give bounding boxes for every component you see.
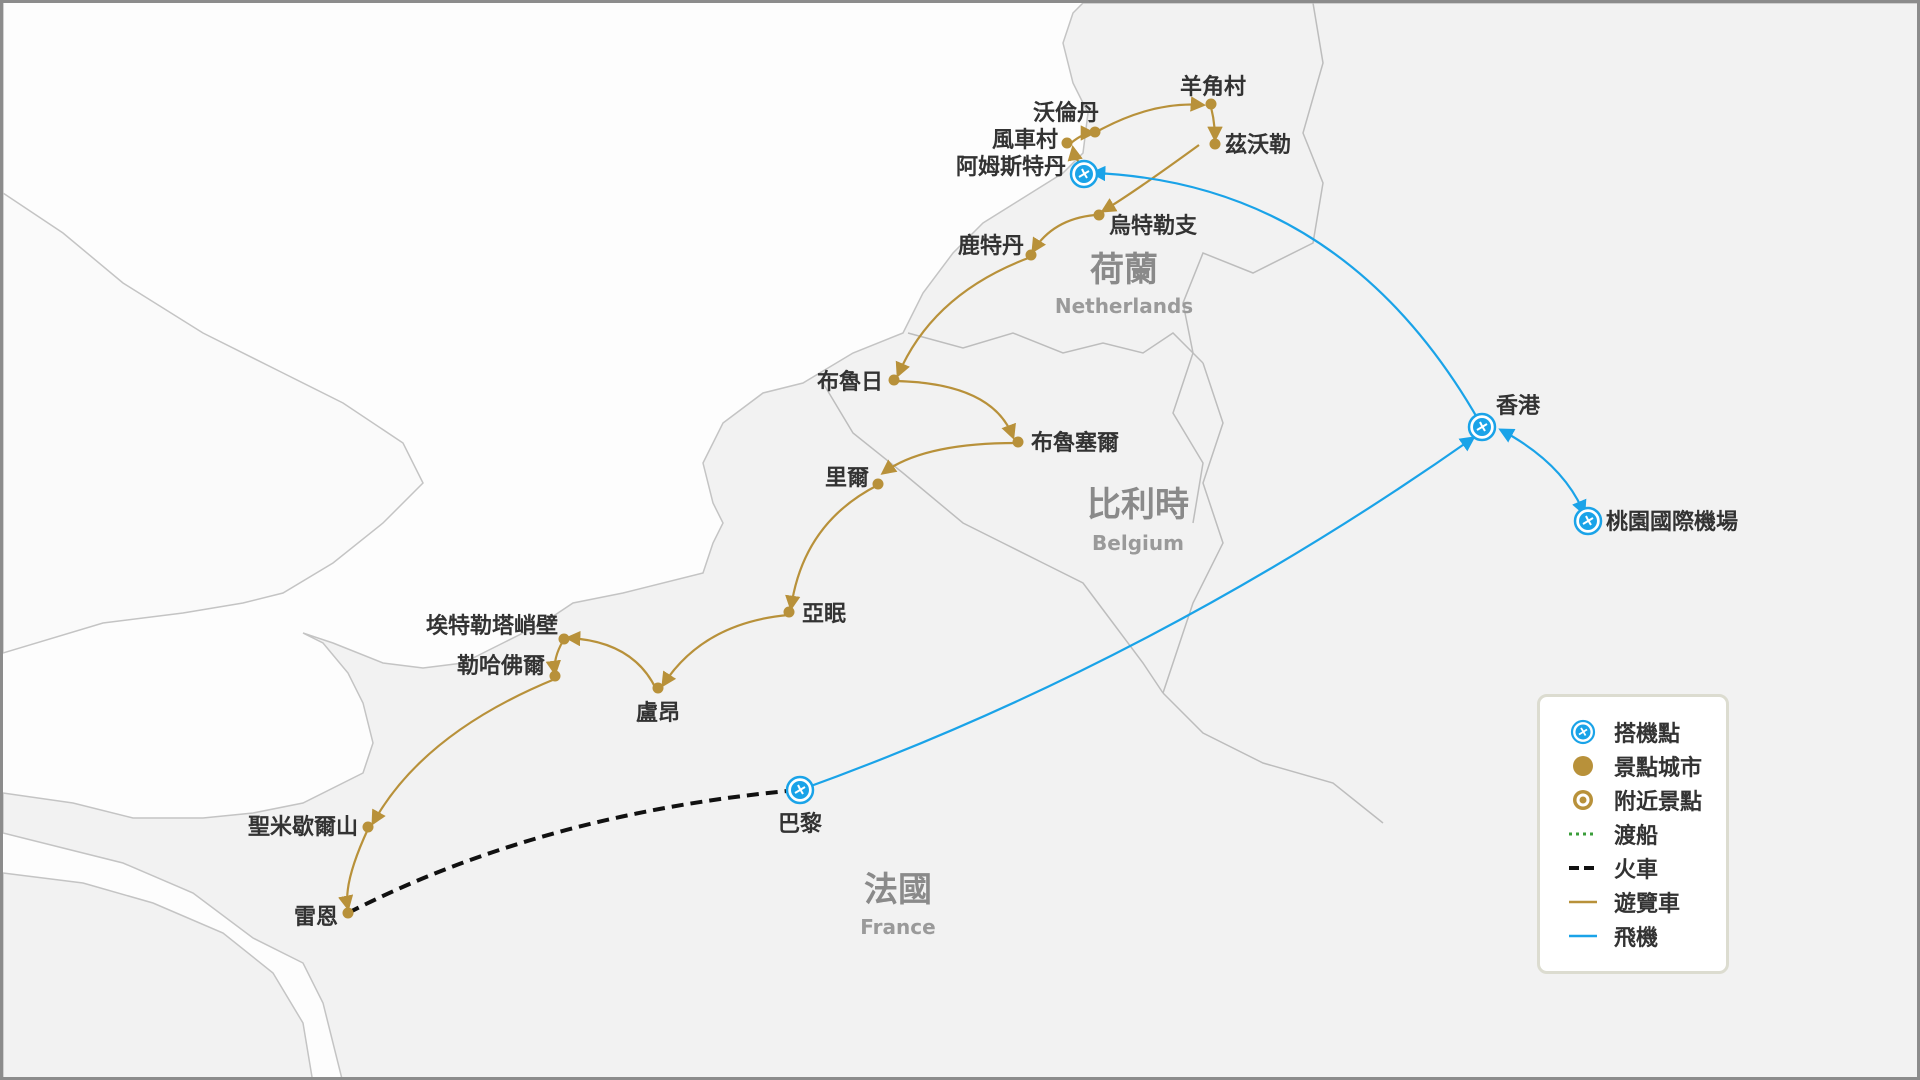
label-brussels: 布魯塞爾 xyxy=(1031,430,1119,456)
label-paris: 巴黎 xyxy=(778,811,822,837)
coach-route-lille-amiens xyxy=(785,484,879,612)
dot-volendam xyxy=(1089,126,1101,138)
dot-utrecht xyxy=(1093,209,1105,221)
dot-bruges xyxy=(888,374,900,386)
label-taoyuan: 桃園國際機場 xyxy=(1606,509,1738,535)
airport-icon xyxy=(1566,719,1600,745)
legend-item-airport: 搭機點 xyxy=(1566,715,1726,749)
flight-line-icon xyxy=(1566,924,1600,948)
coach-route-bruges-brussels xyxy=(894,379,1016,440)
ferry-line-icon xyxy=(1566,822,1600,846)
airport-hongkong-icon xyxy=(1467,412,1497,442)
dot-montstmichel xyxy=(362,821,374,833)
dot-brussels xyxy=(1012,436,1024,448)
coach-route-amiens-rouen xyxy=(661,613,789,688)
coach-route-utrecht-delft xyxy=(1031,213,1096,254)
nl-be-border xyxy=(907,332,1204,364)
legend-item-train: 火車 xyxy=(1566,851,1726,885)
coach-route-montstmichel-rennes xyxy=(338,828,369,912)
legend-label-coach: 遊覽車 xyxy=(1614,892,1681,917)
legend-label-flight: 飛機 xyxy=(1614,926,1659,951)
map-canvas: 荷蘭 Netherlands 比利時 Belgium 法國 France xyxy=(3,3,1917,1077)
label-zaanse: 風車村 xyxy=(992,128,1058,153)
coach-line-icon xyxy=(1566,890,1600,914)
train-line-icon xyxy=(1566,856,1600,880)
dot-rennes xyxy=(342,907,354,919)
label-montstmichel: 聖米歇爾山 xyxy=(248,814,358,840)
flight-route-paris-hongkong xyxy=(799,436,1476,792)
dot-zaanse xyxy=(1061,137,1073,149)
airport-taoyuan-icon xyxy=(1573,506,1603,536)
label-giethoorn: 羊角村 xyxy=(1180,74,1246,100)
legend-label-city: 景點城市 xyxy=(1614,756,1703,781)
country-fr-cn: 法國 xyxy=(864,870,932,910)
dot-amiens xyxy=(783,606,795,618)
legend-item-coach: 遊覽車 xyxy=(1566,885,1726,919)
legend-label-ferry: 渡船 xyxy=(1614,824,1659,849)
flight-routes xyxy=(799,165,1587,792)
brittany xyxy=(3,872,313,1077)
coach-route-lehavre-montstmichel xyxy=(371,677,556,826)
airport-amsterdam-icon xyxy=(1069,159,1099,189)
dot-zwolle xyxy=(1209,138,1221,150)
label-utrecht: 烏特勒支 xyxy=(1109,213,1198,239)
coach-route-brussels-lille xyxy=(880,441,1017,475)
city-dot-icon xyxy=(1566,754,1600,778)
train-route-rennes-paris xyxy=(347,788,799,915)
legend-item-ferry: 渡船 xyxy=(1566,817,1726,851)
legend-label-airport: 搭機點 xyxy=(1614,722,1681,747)
label-amiens: 亞眠 xyxy=(802,602,846,627)
city-labels: 阿姆斯特丹 香港 桃園國際機場 巴黎 風車村 沃倫丹 羊角村 茲沃勒 烏特勒支 … xyxy=(248,74,1738,930)
dot-delft xyxy=(1025,249,1037,261)
legend-item-flight: 飛機 xyxy=(1566,919,1726,953)
label-rennes: 雷恩 xyxy=(294,905,338,930)
country-be-en: Belgium xyxy=(1092,531,1184,555)
coach-route-zwolle-utrecht xyxy=(1100,144,1200,213)
flight-route-hongkong-taoyuan xyxy=(1498,428,1587,516)
legend-label-nearby: 附近景點 xyxy=(1614,790,1703,815)
england-coast xyxy=(3,3,424,654)
airport-paris-icon xyxy=(785,775,815,805)
lux-border xyxy=(1162,692,1384,824)
legend-label-train: 火車 xyxy=(1614,858,1659,883)
label-amsterdam: 阿姆斯特丹 xyxy=(956,154,1066,180)
label-bruges: 布魯日 xyxy=(817,369,883,395)
coach-route-giethoorn-zwolle xyxy=(1207,106,1223,143)
country-labels: 荷蘭 Netherlands 比利時 Belgium 法國 France xyxy=(860,250,1193,939)
label-etretat: 埃特勒塔峭壁 xyxy=(426,613,558,639)
country-be-cn: 比利時 xyxy=(1087,485,1189,525)
label-zwolle: 茲沃勒 xyxy=(1225,133,1291,158)
coach-routes xyxy=(338,96,1223,912)
land-layer xyxy=(3,3,1917,1077)
nearby-spot-icon xyxy=(1566,788,1600,812)
be-fr-border xyxy=(822,382,1164,694)
dot-rouen xyxy=(652,682,664,694)
coach-route-rouen-etretat xyxy=(564,630,657,690)
coach-route-delft-bruges xyxy=(895,255,1032,378)
label-lehavre: 勒哈佛爾 xyxy=(457,653,545,679)
country-nl-cn: 荷蘭 xyxy=(1090,250,1158,290)
borders-layer xyxy=(822,3,1384,824)
dot-etretat xyxy=(558,633,570,645)
city-dots xyxy=(342,98,1221,919)
coach-route-volendam-giethoorn xyxy=(1097,96,1207,132)
mainland xyxy=(3,3,1917,1077)
label-volendam: 沃倫丹 xyxy=(1033,100,1099,126)
dot-lehavre xyxy=(549,670,561,682)
country-nl-en: Netherlands xyxy=(1055,294,1193,318)
nl-de-border xyxy=(1172,3,1324,524)
label-delft: 鹿特丹 xyxy=(958,233,1024,259)
label-lille: 里爾 xyxy=(825,466,869,491)
legend-item-nearby: 附近景點 xyxy=(1566,783,1726,817)
flight-route-hongkong-amsterdam xyxy=(1089,165,1480,422)
dot-lille xyxy=(872,478,884,490)
label-rouen: 盧昂 xyxy=(636,700,680,726)
legend-item-city: 景點城市 xyxy=(1566,749,1726,783)
label-hongkong: 香港 xyxy=(1496,394,1541,419)
be-de-border xyxy=(1162,362,1224,694)
dot-giethoorn xyxy=(1205,98,1217,110)
country-fr-en: France xyxy=(860,915,935,939)
map-legend: 搭機點 景點城市 附近景點 渡船 xyxy=(1537,694,1729,974)
